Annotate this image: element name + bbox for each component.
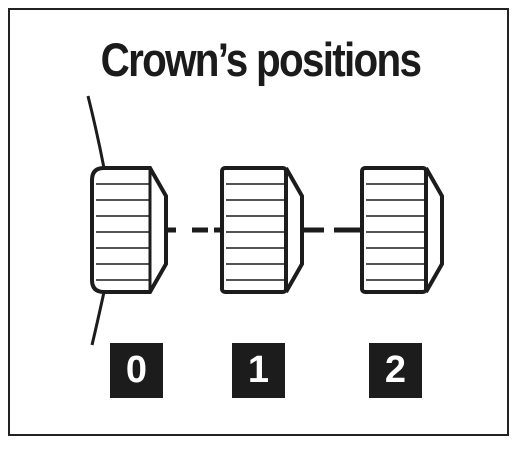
crown-position-2	[360, 166, 444, 294]
watch-case-edge-bottom	[90, 291, 106, 346]
position-label-0: 0	[110, 343, 163, 398]
position-label-1: 1	[232, 343, 285, 398]
diagram-title: Crown’s positions	[100, 33, 422, 86]
crown-position-0	[90, 166, 168, 294]
crown-position-1	[220, 166, 304, 294]
watch-case-edge-top	[86, 95, 106, 169]
position-label-2: 2	[369, 343, 422, 398]
